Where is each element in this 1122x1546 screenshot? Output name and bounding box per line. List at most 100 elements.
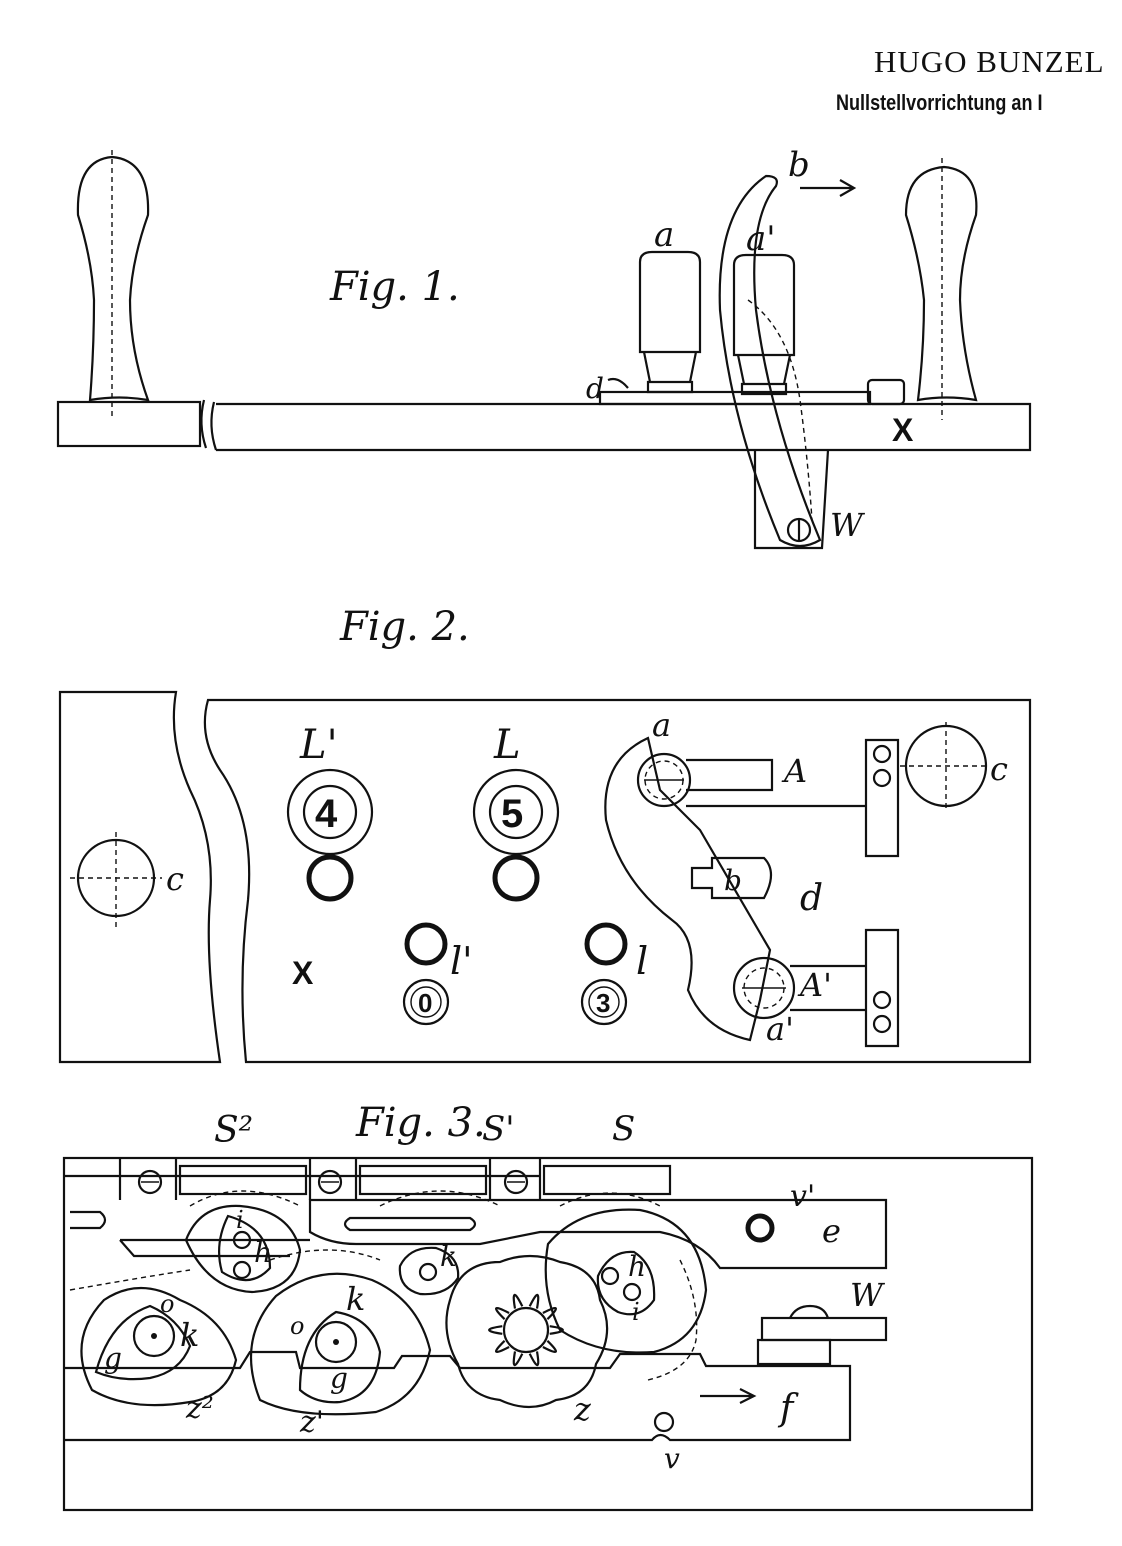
- fig3-pin-i3: [622, 1282, 642, 1302]
- fig3-label-g1: g: [104, 1342, 122, 1375]
- fig2-digit-4-ring: [302, 784, 358, 840]
- fig3-pin-h3: [600, 1266, 620, 1286]
- fig3-label-k2: k: [346, 1280, 365, 1318]
- fig3-star-petal: [495, 1340, 510, 1354]
- fig3-disc-hi-right: [544, 1208, 708, 1354]
- fig2-label-l: l: [636, 939, 648, 983]
- fig1-label-w: W: [830, 506, 866, 544]
- fig3-label-v: v: [664, 1442, 680, 1475]
- fig1-lever-hidden: [747, 299, 813, 521]
- figure-2: Fig. 2. 4 5 0 3: [58, 604, 1032, 1064]
- fig1-label-a-prime: a': [746, 219, 776, 259]
- fig3-label-k1: k: [180, 1316, 199, 1354]
- patent-header-name: HUGO BUNZEL: [874, 44, 1105, 79]
- fig3-dashed-s2: [189, 1190, 301, 1207]
- fig3-cam-g2: [298, 1310, 382, 1404]
- fig3-label-o2: o: [290, 1312, 304, 1340]
- fig3-pin-k3: [418, 1262, 438, 1282]
- fig1-right-handle: [904, 165, 978, 402]
- fig2-rail-top-screw-1: [872, 744, 892, 764]
- fig3-cam-ih-left: [217, 1214, 272, 1282]
- fig2-window-0-inner: [410, 986, 442, 1018]
- fig3-cam-hi-right: [596, 1250, 656, 1316]
- fig1-left-handle: [76, 155, 150, 402]
- fig3-slide-s-prime: [358, 1164, 488, 1196]
- fig3-star-petal: [542, 1340, 557, 1354]
- fig1-label-d: d: [586, 372, 604, 405]
- fig3-label-s: S: [612, 1109, 635, 1149]
- fig3-wheel-z-prime: [249, 1272, 432, 1416]
- fig3-label-h3: h: [628, 1250, 646, 1283]
- fig3-pin-v: [653, 1411, 675, 1433]
- fig1-arrow-right: [800, 179, 857, 197]
- fig2-rail-top-screw-2: [872, 768, 892, 788]
- fig2-label-l-big: L: [493, 722, 521, 768]
- fig1-pin-a: [638, 250, 702, 394]
- fig3-star-petals: [488, 1293, 564, 1367]
- fig2-window-l-prime: [286, 768, 374, 856]
- fig2-label-x: X: [292, 955, 314, 991]
- fig2-arm-A-prime: [790, 964, 866, 1012]
- fig3-pin-i1: [232, 1230, 252, 1250]
- fig3-hub-k2: [314, 1320, 358, 1364]
- fig1-title: Fig. 1.: [329, 264, 460, 310]
- fig2-latch-b: [690, 856, 773, 900]
- fig3-arrow-f: [700, 1388, 757, 1404]
- fig3-label-s-prime: S': [482, 1109, 515, 1149]
- fig3-star-petal: [512, 1351, 524, 1367]
- fig3-label-z: z: [573, 1390, 592, 1428]
- fig3-dashed-s-prime: [379, 1190, 501, 1207]
- fig3-screw-2: [317, 1169, 343, 1195]
- fig3-slide-s2: [178, 1164, 308, 1196]
- fig2-label-l-prime: l': [450, 939, 473, 983]
- fig3-screw-1: [137, 1169, 163, 1195]
- fig2-lever-plate-d: [604, 736, 772, 1042]
- fig2-label-c-left: c: [166, 860, 184, 898]
- fig1-label-a: a: [654, 215, 674, 255]
- fig3-star-petal: [528, 1293, 540, 1309]
- fig3-star-petal: [495, 1306, 510, 1320]
- fig3-label-z2: z²: [185, 1391, 214, 1426]
- fig2-digit-4: 4: [315, 792, 338, 836]
- fig3-label-g2: g: [330, 1362, 348, 1395]
- fig3-label-h1: h: [254, 1236, 272, 1269]
- fig1-small-block: [866, 378, 906, 406]
- fig3-latch-w-screw: [789, 1304, 830, 1319]
- fig3-cam-g1: [94, 1304, 192, 1381]
- fig2-label-a-prime: a': [766, 1010, 794, 1048]
- fig3-star-petal: [512, 1293, 524, 1309]
- fig1-label-b: b: [788, 145, 810, 185]
- fig3-wheel-z2: [80, 1286, 238, 1407]
- fig2-digit-5: 5: [501, 792, 523, 836]
- fig2-label-A-prime: A': [797, 966, 832, 1004]
- fig3-label-i3: i: [632, 1298, 640, 1326]
- fig2-label-c-right: c: [990, 750, 1008, 788]
- fig3-star-petal: [528, 1351, 540, 1367]
- fig3-bar-e: [308, 1198, 888, 1270]
- fig3-pin-v-prime: [745, 1213, 775, 1243]
- fig3-pin-h1: [232, 1260, 252, 1280]
- fig2-rail-bottom-screw-2: [872, 1014, 892, 1034]
- fig2-arm-A: [686, 758, 774, 792]
- fig2-hole-l: [584, 922, 628, 966]
- fig2-window-3: [580, 978, 628, 1026]
- fig3-label-i1: i: [236, 1206, 244, 1234]
- fig3-wheel-z: [445, 1254, 609, 1409]
- fig1-screw: [786, 517, 812, 543]
- fig3-hub-k1-dot: [151, 1333, 157, 1339]
- fig3-title: Fig. 3.: [355, 1100, 486, 1146]
- fig1-d-pointer: [607, 377, 629, 389]
- fig3-dashed-left-wheel: [69, 1249, 381, 1291]
- fig2-pin-a-prime: [732, 956, 796, 1020]
- fig3-dashed-right-arc: [647, 1259, 698, 1381]
- fig3-star-petal: [542, 1306, 557, 1320]
- fig2-rail-top: [864, 738, 900, 858]
- fig2-plate-left: [58, 690, 222, 1064]
- fig3-hub-k2-dot: [333, 1339, 339, 1345]
- fig2-window-3-inner: [588, 986, 620, 1018]
- fig3-latch-w-body: [756, 1338, 832, 1366]
- fig3-frame: [62, 1156, 1034, 1512]
- fig3-slot-e: [343, 1216, 477, 1232]
- fig3-disc-k3: [398, 1246, 460, 1296]
- fig3-upper-left-bar: [119, 1238, 310, 1258]
